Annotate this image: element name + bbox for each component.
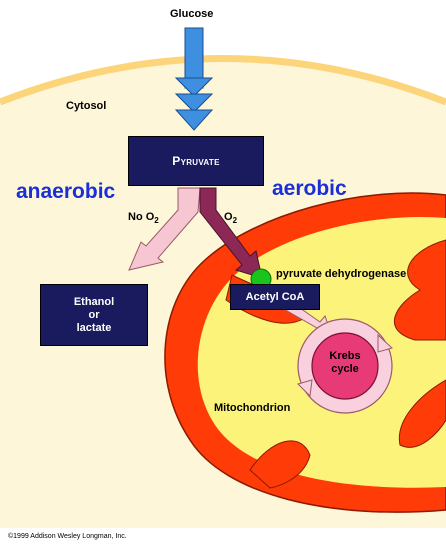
aerobic-arrow: [199, 187, 263, 279]
cytosol-label: Cytosol: [66, 100, 107, 112]
crista-3: [249, 440, 311, 489]
glucose-arrow: [174, 27, 214, 131]
ethanol-line-1: Ethanol: [73, 295, 115, 308]
copyright-text: ©1999 Addison Wesley Longman, Inc.: [8, 533, 127, 540]
anaerobic-label: anaerobic: [16, 180, 116, 203]
acetyl-coa-box: Acetyl CoA: [230, 284, 320, 310]
krebs-line-2: cycle: [331, 363, 359, 375]
ethanol-lactate-box: Ethanol or lactate: [40, 284, 148, 346]
ethanol-line-3: lactate: [76, 321, 112, 334]
no-o2-label: No O2: [128, 211, 159, 226]
crista-2: [398, 379, 446, 448]
aerobic-label: aerobic: [272, 177, 347, 200]
krebs-label: Krebs cycle: [320, 350, 370, 376]
ethanol-line-2: or: [88, 308, 100, 321]
anaerobic-arrow: [128, 187, 201, 271]
acetyl-coa-label: Acetyl CoA: [245, 291, 305, 303]
krebs-cycle: [297, 318, 393, 414]
mitochondrion-label: Mitochondrion: [214, 402, 291, 414]
glucose-label: Glucose: [170, 8, 214, 20]
crista-1: [393, 239, 446, 341]
pyruvate-box: Pyruvate: [128, 136, 264, 186]
o2-label: O2: [224, 211, 238, 226]
krebs-line-1: Krebs: [329, 350, 361, 362]
enzyme-label: pyruvate dehydrogenase: [276, 268, 407, 280]
cell-membrane: [0, 55, 446, 106]
pyruvate-label: Pyruvate: [172, 154, 220, 168]
